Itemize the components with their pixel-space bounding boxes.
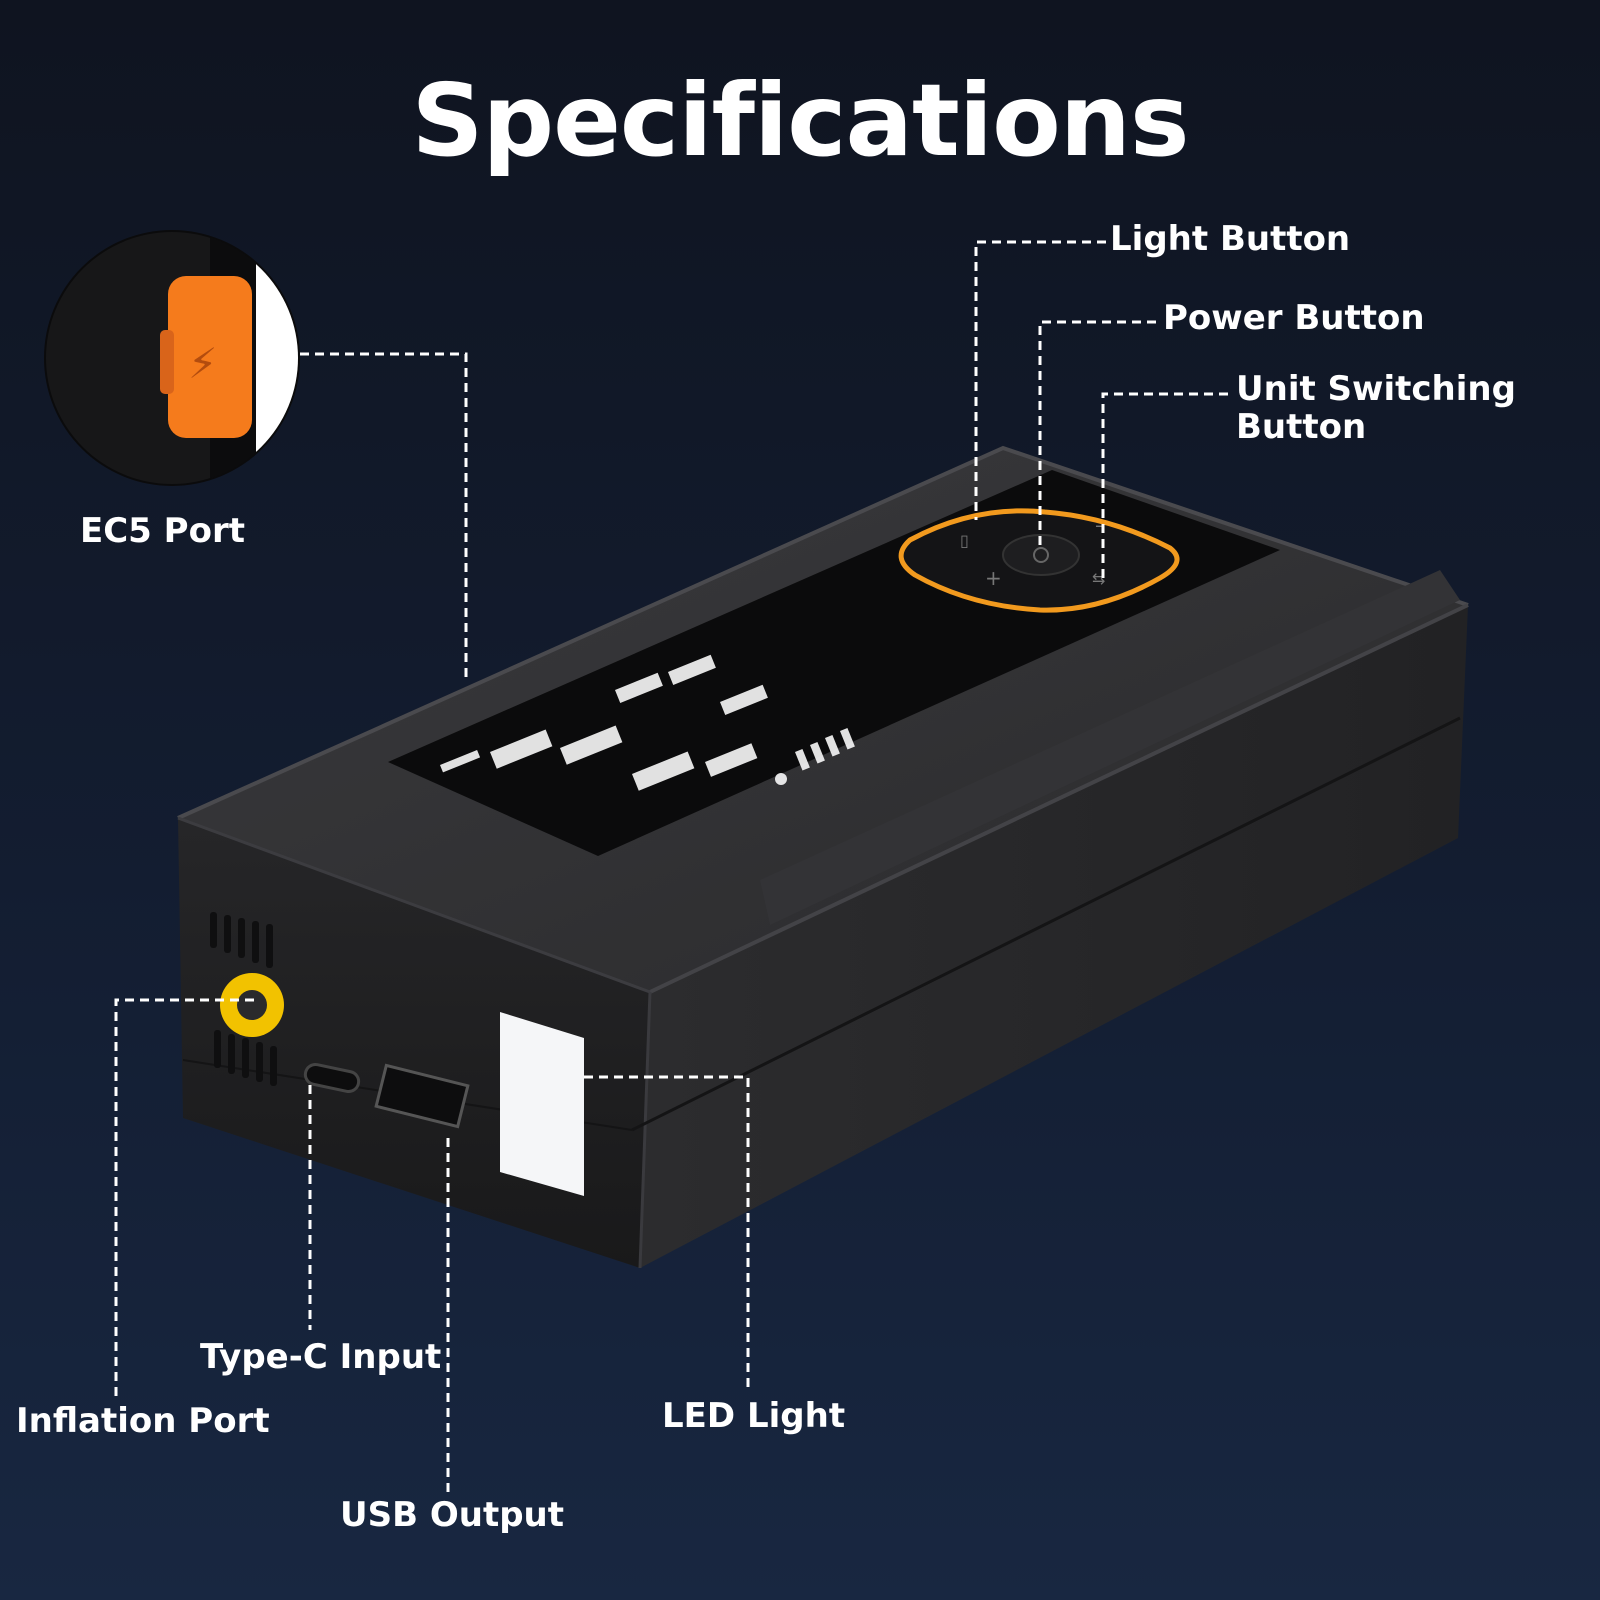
- vent-grille: [210, 912, 277, 1086]
- leader-power-button: [1038, 320, 1156, 548]
- page-title: Specifications: [411, 62, 1189, 179]
- battery-clamp-icon: ⚡: [188, 339, 218, 388]
- type-c-port[interactable]: [303, 1062, 361, 1094]
- minus-icon[interactable]: –: [1095, 513, 1105, 537]
- device-side-face: [640, 605, 1468, 1268]
- leader-light-button: [974, 240, 1106, 520]
- plus-icon[interactable]: +: [985, 566, 1002, 590]
- ec5-port-label: EC5 Port: [80, 511, 245, 551]
- ec5-inset: ⚡: [44, 230, 300, 486]
- inflation-port[interactable]: [220, 973, 284, 1037]
- leader-unit-button: [1101, 392, 1228, 580]
- power-button-label: Power Button: [1163, 298, 1425, 338]
- unit-switching-label-line2: Button: [1236, 407, 1367, 448]
- type-c-input-label: Type-C Input: [200, 1337, 442, 1377]
- leader-lines: [114, 240, 1228, 1492]
- light-button-label: Light Button: [1110, 219, 1351, 259]
- light-icon[interactable]: ▯: [960, 531, 969, 550]
- leader-inflation-port: [114, 998, 254, 1398]
- usb-output-label: USB Output: [340, 1495, 565, 1535]
- led-light-label: LED Light: [662, 1396, 846, 1436]
- usb-port[interactable]: [374, 1063, 470, 1129]
- display-segments: [440, 654, 855, 791]
- unit-switching-button-label: Unit Switching Button: [1236, 370, 1516, 446]
- leader-ec5-port: [300, 352, 468, 680]
- power-icon[interactable]: [1002, 534, 1080, 576]
- inflation-port-label: Inflation Port: [16, 1401, 270, 1441]
- unit-switching-label-line1: Unit Switching: [1236, 369, 1516, 409]
- led-panel: [500, 1012, 584, 1196]
